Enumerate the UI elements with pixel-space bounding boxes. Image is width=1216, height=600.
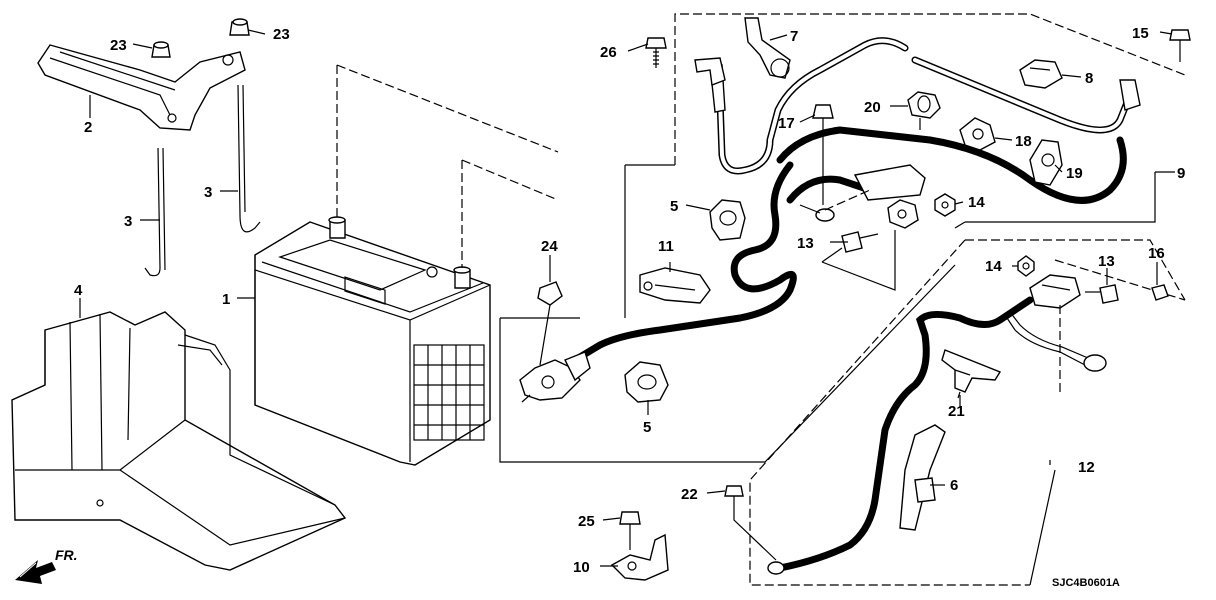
- hold-down-nut: [229, 18, 250, 36]
- callout-26: 26: [600, 44, 617, 61]
- battery-rod-bolts: [144, 84, 261, 277]
- callout-19: 19: [1066, 165, 1083, 182]
- bolt-16: [1151, 284, 1169, 301]
- callout-22: 22: [681, 486, 698, 503]
- callout-8: 8: [1085, 70, 1093, 87]
- flange-nut-17: [812, 104, 834, 205]
- cable-bracket-10: [610, 533, 669, 581]
- callout-23-left: 23: [110, 37, 127, 54]
- callout-5-upper: 5: [670, 198, 678, 215]
- callout-15: 15: [1132, 25, 1149, 42]
- cable-clamp-5-upper: [709, 199, 746, 241]
- terminal-bolt-13-lower: [1085, 284, 1119, 304]
- battery: [254, 216, 491, 466]
- callout-23-right: 23: [273, 26, 290, 43]
- cable-clip-7: [744, 17, 791, 79]
- callout-3-left: 3: [124, 213, 132, 230]
- callout-6: 6: [950, 477, 958, 494]
- callout-14-lower: 14: [985, 258, 1002, 275]
- negative-battery-cable: [767, 274, 1107, 575]
- callout-5-lower: 5: [643, 419, 651, 436]
- callout-16: 16: [1148, 245, 1165, 262]
- callout-18: 18: [1015, 133, 1032, 150]
- callout-21: 21: [948, 403, 965, 420]
- callout-13-upper: 13: [797, 235, 814, 252]
- cable-clamp-5-lower: [624, 361, 669, 403]
- callout-2: 2: [84, 119, 92, 136]
- callout-17: 17: [778, 115, 795, 132]
- callout-25: 25: [578, 513, 595, 530]
- terminal-bolt-13-upper: [841, 199, 919, 253]
- bolt-26: [645, 37, 667, 68]
- callout-24: 24: [541, 238, 558, 255]
- cable-clip-20: [907, 91, 941, 130]
- bolt-22: [724, 485, 777, 561]
- cable-bracket: [694, 57, 726, 86]
- callout-11: 11: [658, 238, 674, 255]
- callout-4: 4: [74, 282, 83, 299]
- callout-9: 9: [1177, 165, 1185, 182]
- flange-nut-14-upper: [934, 193, 956, 217]
- callout-13-lower: 13: [1098, 253, 1115, 270]
- front-direction-label: FR.: [55, 547, 78, 563]
- front-direction-arrow-icon: [15, 560, 56, 584]
- leader-lines: [79, 29, 1175, 567]
- cable-clip-8: [1019, 59, 1063, 89]
- callout-3-right: 3: [204, 184, 212, 201]
- battery-tray: [11, 311, 347, 571]
- cable-bracket-21: [941, 349, 1002, 393]
- callout-7: 7: [790, 28, 798, 45]
- callout-12: 12: [1078, 459, 1095, 476]
- callout-14-upper: 14: [968, 194, 985, 211]
- flange-nut-14-lower: [1017, 255, 1035, 277]
- cable-clip-18: [959, 117, 996, 151]
- diagram-code: SJC4B0601A: [1052, 577, 1120, 589]
- bolt-25: [619, 511, 641, 550]
- hold-down-nut: [151, 41, 171, 58]
- battery-hold-down-bracket: [37, 44, 246, 131]
- bolt-15: [1169, 29, 1191, 62]
- cable-cover-11: [639, 267, 711, 304]
- callout-1: 1: [222, 291, 230, 308]
- callout-20: 20: [864, 99, 881, 116]
- harness-clip-24: [537, 281, 563, 366]
- cable-clip-19: [1029, 139, 1063, 186]
- callout-10: 10: [573, 559, 590, 576]
